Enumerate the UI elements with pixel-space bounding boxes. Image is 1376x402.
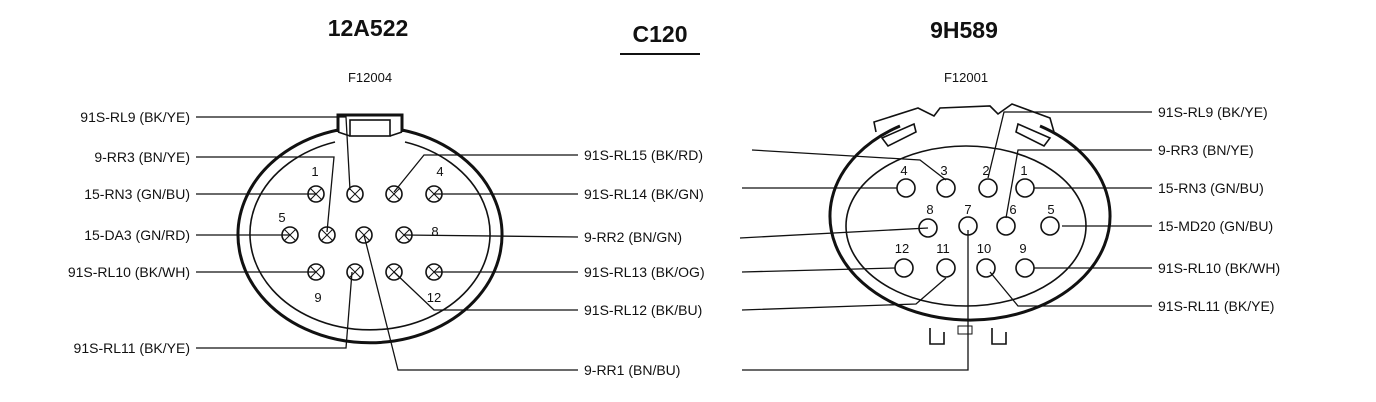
- left-connector-key: [349, 119, 391, 137]
- diagram-title: C120: [633, 21, 688, 47]
- right-pin: [918, 218, 938, 238]
- left-pin: [346, 263, 364, 281]
- left-connector-code: F12004: [348, 70, 392, 85]
- right-pin: [976, 258, 996, 278]
- left-pin: [385, 185, 403, 203]
- right-pin: [978, 178, 998, 198]
- right-pin: [1015, 178, 1035, 198]
- right-connector: 4 3 2 1 8 7 6 5 12 11 10 9 91S-RL9 (BK/Y…: [739, 103, 1280, 371]
- left-pin: [395, 226, 413, 244]
- left-connector-latch: [336, 113, 404, 132]
- wire-label: 91S-RL13 (BK/OG): [584, 264, 705, 280]
- right-pin: [936, 178, 956, 198]
- right-pin-number: 2: [982, 163, 989, 178]
- wire-label: 91S-RL12 (BK/BU): [584, 302, 702, 318]
- right-pin-number: 3: [940, 163, 947, 178]
- right-connector-clip-left: [880, 122, 917, 148]
- wire-label: 9-RR3 (BN/YE): [94, 149, 190, 165]
- wire-label: 91S-RL11 (BK/YE): [1158, 298, 1274, 314]
- left-pin: [355, 226, 373, 244]
- right-pin-number: 12: [895, 241, 909, 256]
- left-pin-number: 5: [278, 210, 285, 225]
- left-pin-number: 8: [431, 224, 438, 239]
- right-pin-number: 4: [900, 163, 907, 178]
- wire-label: 91S-RL9 (BK/YE): [80, 109, 190, 125]
- right-connector-clip-right: [1015, 122, 1052, 148]
- left-pin: [346, 185, 364, 203]
- right-connector-code: F12001: [944, 70, 988, 85]
- right-connector-shell: [828, 124, 1112, 322]
- wire-label: 91S-RL15 (BK/RD): [584, 147, 703, 163]
- left-connector-part-number: 12A522: [328, 15, 409, 41]
- right-connector-foot-right: [991, 328, 1007, 345]
- right-pin: [894, 258, 914, 278]
- right-pin: [1015, 258, 1035, 278]
- left-pin: [318, 226, 336, 244]
- right-pin: [896, 178, 916, 198]
- left-pin-number: 9: [314, 290, 321, 305]
- right-pin-number: 10: [977, 241, 991, 256]
- right-pin-number: 5: [1047, 202, 1054, 217]
- right-connector-part-number: 9H589: [930, 17, 998, 43]
- wire-label: 9-RR1 (BN/BU): [584, 362, 680, 378]
- left-pin: [425, 263, 443, 281]
- left-pin-number: 12: [427, 290, 441, 305]
- right-pin-number: 7: [964, 202, 971, 217]
- wire-label: 15-MD20 (GN/BU): [1158, 218, 1273, 234]
- right-pin: [996, 216, 1016, 236]
- wire-label: 15-RN3 (GN/BU): [1158, 180, 1264, 196]
- wire-label: 91S-RL10 (BK/WH): [68, 264, 190, 280]
- wire-label: 9-RR2 (BN/GN): [584, 229, 682, 245]
- left-pin: [385, 263, 403, 281]
- wire-label: 91S-RL10 (BK/WH): [1158, 260, 1280, 276]
- wire-label: 91S-RL14 (BK/GN): [584, 186, 704, 202]
- left-connector: 1 4 5 8 9 12 91S-RL9 (BK/YE) 9-RR3 (BN/Y…: [68, 109, 705, 378]
- right-connector-inner: [845, 145, 1087, 307]
- right-pin-number: 8: [926, 202, 933, 217]
- right-pin: [958, 216, 978, 236]
- wire-label: 9-RR3 (BN/YE): [1158, 142, 1254, 158]
- right-pin: [1040, 216, 1060, 236]
- left-pin-number: 4: [436, 164, 443, 179]
- left-pin: [281, 226, 299, 244]
- right-connector-foot-left: [929, 328, 945, 345]
- left-pin: [307, 185, 325, 203]
- right-pin: [936, 258, 956, 278]
- left-pin: [425, 185, 443, 203]
- left-connector-inner: [249, 141, 491, 331]
- right-pin-number: 9: [1019, 241, 1026, 256]
- right-connector-top: [873, 103, 1055, 133]
- right-pin-number: 1: [1020, 163, 1027, 178]
- wire-label: 91S-RL9 (BK/YE): [1158, 104, 1268, 120]
- right-pin-number: 11: [936, 241, 950, 256]
- left-connector-shell: [236, 128, 504, 345]
- wire-label: 91S-RL11 (BK/YE): [74, 340, 190, 356]
- left-pin: [307, 263, 325, 281]
- wire-label: 15-RN3 (GN/BU): [84, 186, 190, 202]
- wire-label: 15-DA3 (GN/RD): [84, 227, 190, 243]
- right-pin-number: 6: [1009, 202, 1016, 217]
- left-pin-number: 1: [311, 164, 318, 179]
